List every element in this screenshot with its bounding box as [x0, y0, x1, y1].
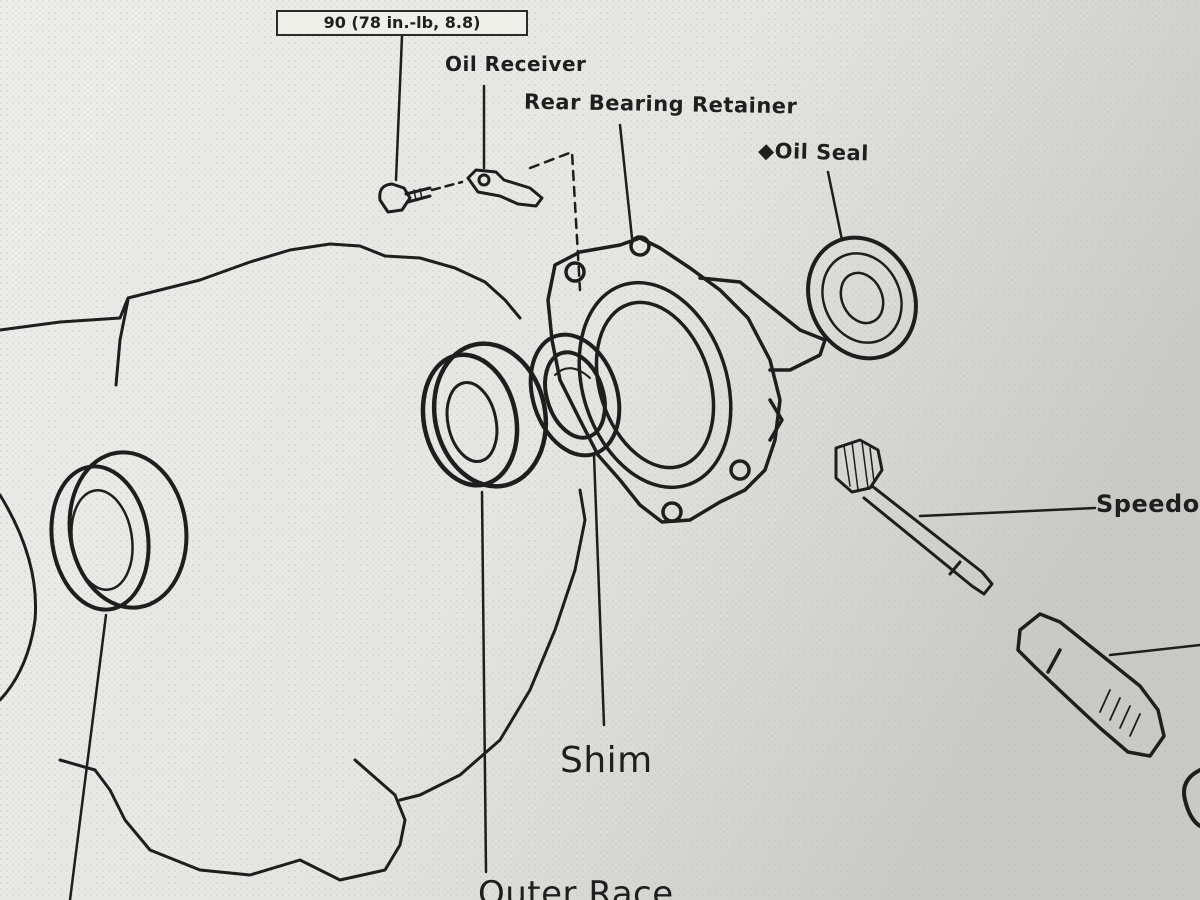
outer-race-part — [420, 341, 549, 489]
oil-receiver-dash — [528, 150, 582, 292]
transmission-case-outline — [0, 242, 522, 332]
torque-spec-text: 90 (78 in.-lb, 8.8) — [323, 13, 481, 32]
outer-race-leader — [480, 490, 488, 874]
case-bottom-edge — [58, 758, 407, 882]
output-shaft-part — [1016, 612, 1166, 758]
rear-bearing-retainer-part — [546, 235, 827, 524]
bolt — [378, 182, 432, 214]
label-oil-seal: ◆Oil Seal — [757, 138, 870, 166]
label-shim: Shim — [560, 740, 653, 781]
left-race-leader — [68, 613, 108, 900]
label-outer-race: Outer Race — [478, 874, 674, 900]
left-bearing-race — [49, 450, 189, 612]
oil-seal-leader — [826, 170, 844, 242]
case-lower-edge — [398, 488, 587, 802]
label-speedometer: Speedo — [1096, 490, 1200, 518]
label-rear-bearing-retainer: Rear Bearing Retainer — [523, 89, 798, 119]
speedometer-gear-part — [834, 438, 994, 596]
edge-part-fragment — [1182, 768, 1200, 828]
torque-spec-box: 90 (78 in.-lb, 8.8) — [276, 10, 528, 36]
torque-leader — [394, 34, 404, 182]
label-oil-receiver: Oil Receiver — [445, 52, 587, 76]
output-shaft-leader — [1108, 643, 1200, 657]
case-left-edge — [0, 493, 38, 702]
retainer-leader — [618, 123, 634, 240]
oil-seal-part — [806, 235, 918, 361]
oil-receiver-part — [466, 168, 544, 208]
speedometer-leader — [918, 506, 1097, 518]
shim-leader — [592, 453, 606, 727]
bolt-dash — [430, 180, 464, 192]
case-inner-edge — [114, 298, 130, 387]
